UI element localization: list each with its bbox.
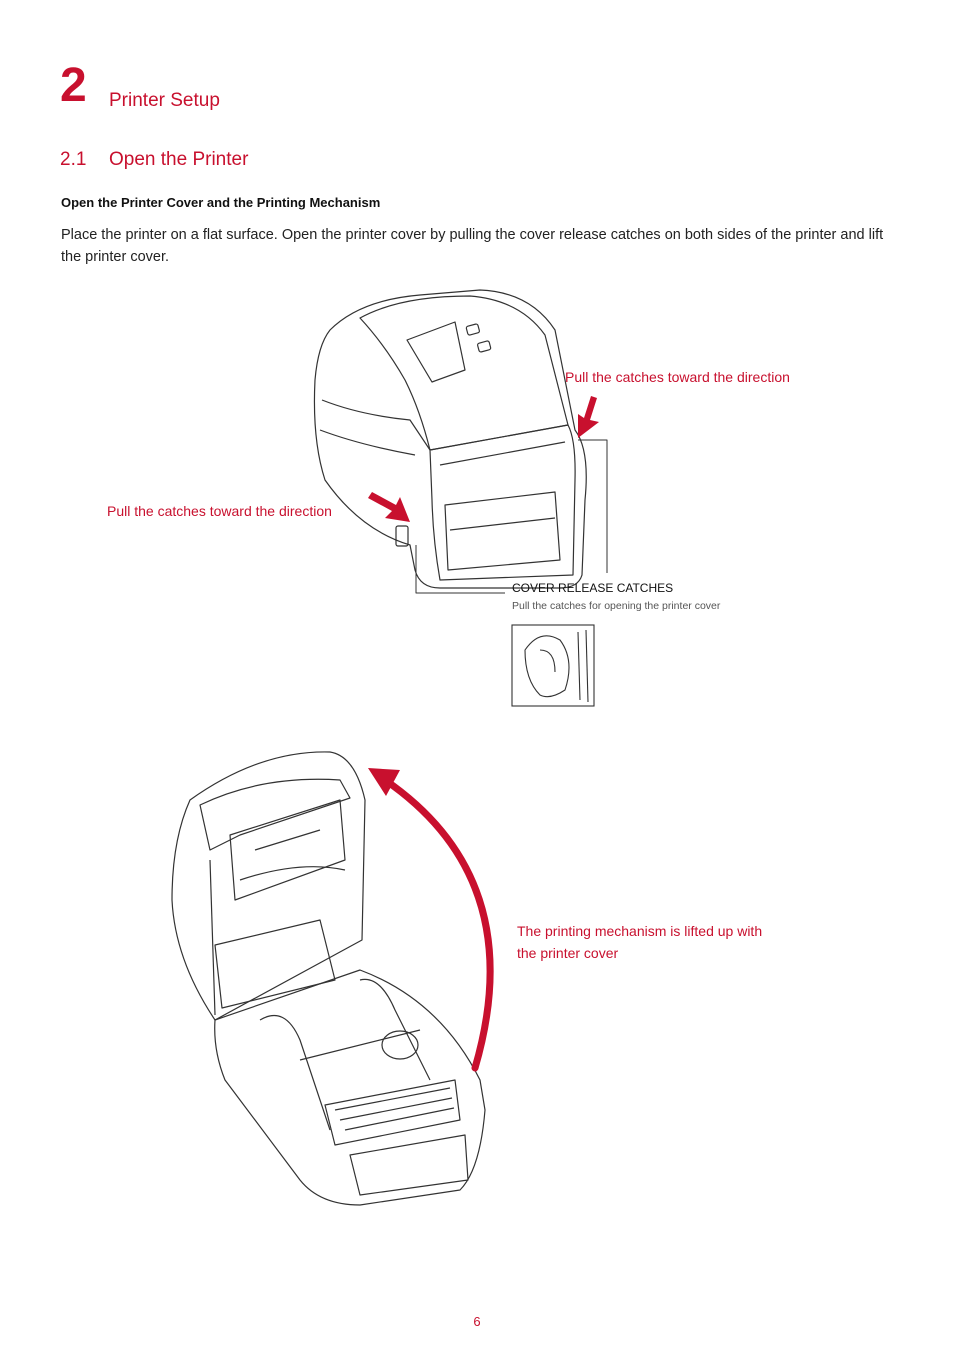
cover-release-catches-label: COVER RELEASE CATCHES [512,581,674,595]
callout-pull-catches-right: Pull the catches toward the direction [565,369,790,385]
section-number: 2.1 [60,149,87,170]
cover-release-catches-description: Pull the catches for opening the printer… [512,600,721,612]
section-title: Open the Printer [109,149,249,170]
sub-heading: Open the Printer Cover and the Printing … [61,195,381,210]
page-number: 6 [473,1314,481,1329]
chapter-number: 2 [60,59,87,112]
body-paragraph: Place the printer on a flat surface. Ope… [61,227,884,265]
callout-pull-catches-left: Pull the catches toward the direction [107,503,332,519]
callout-mechanism-lifted: The printing mechanism is lifted up with… [517,923,763,961]
chapter-title: Printer Setup [109,90,220,111]
